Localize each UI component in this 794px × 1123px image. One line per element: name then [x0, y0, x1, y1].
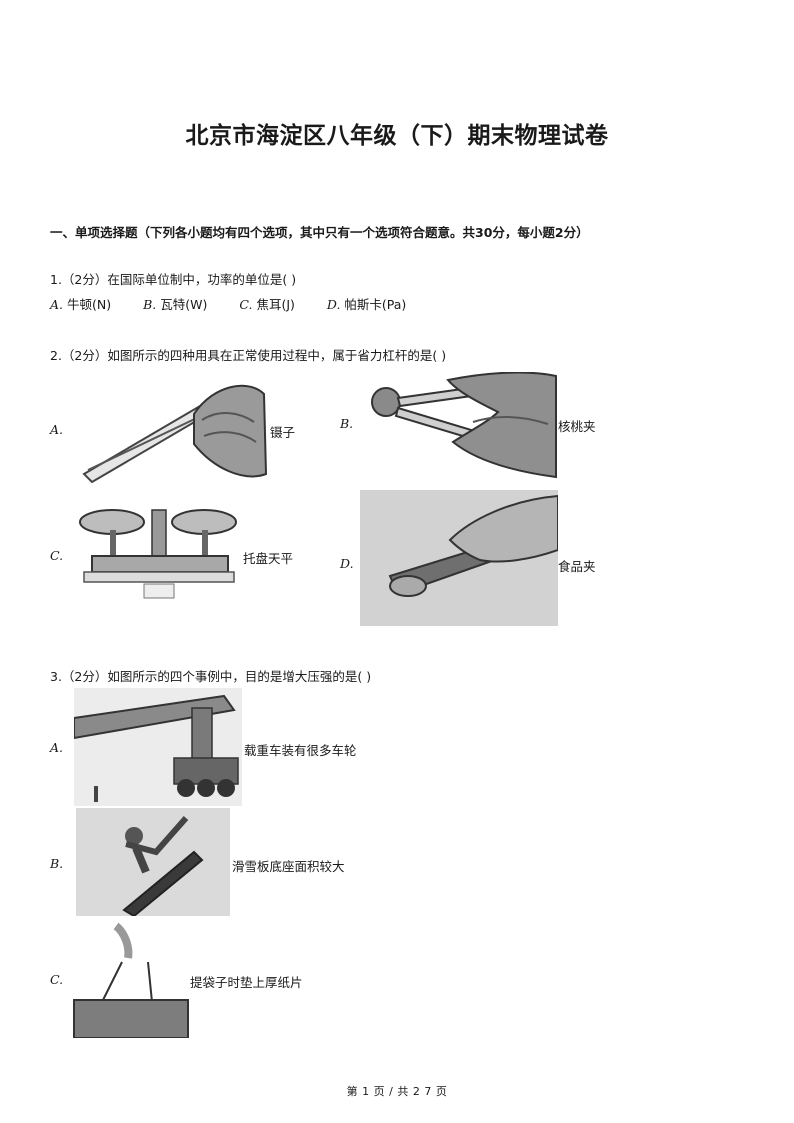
heavy-truck-image — [74, 688, 242, 806]
q2-option-b-label: 核桃夹 — [558, 419, 596, 434]
q3-option-c-letter[interactable]: C. — [50, 972, 64, 987]
snowboard-image — [76, 808, 230, 916]
page-title: 北京市海淀区八年级（下）期末物理试卷 — [185, 123, 609, 149]
q2-option-a-letter[interactable]: A. — [50, 422, 64, 437]
balance-scale-image — [74, 500, 244, 612]
page-footer: 第 1 页 / 共 2 7 页 — [346, 1085, 448, 1098]
q1-option-a[interactable]: A. 牛顿(N) — [50, 297, 112, 312]
q3-option-b-letter[interactable]: B. — [50, 856, 64, 871]
question-2-stem: 2.（2分）如图所示的四种用具在正常使用过程中，属于省力杠杆的是( ) — [50, 348, 447, 363]
question-3-stem: 3.（2分）如图所示的四个事例中，目的是增大压强的是( ) — [50, 669, 372, 684]
q3-option-b-label: 滑雪板底座面积较大 — [232, 859, 345, 874]
section-heading: 一、单项选择题（下列各小题均有四个选项，其中只有一个选项符合题意。共30分，每小… — [50, 225, 589, 240]
q3-option-a-letter[interactable]: A. — [50, 740, 64, 755]
food-tongs-image — [360, 490, 558, 626]
q1-option-d[interactable]: D. 帕斯卡(Pa) — [326, 297, 407, 312]
q2-option-c-letter[interactable]: C. — [50, 548, 64, 563]
shopping-bag-image — [72, 922, 190, 1038]
q2-option-d-label: 食品夹 — [558, 559, 596, 574]
q2-option-b-letter[interactable]: B. — [340, 416, 354, 431]
q2-option-d-letter[interactable]: D. — [340, 556, 354, 571]
question-1-stem: 1.（2分）在国际单位制中，功率的单位是( ) — [50, 272, 297, 287]
nutcracker-image — [358, 372, 558, 480]
q1-option-c[interactable]: C. 焦耳(J) — [239, 297, 295, 312]
question-1-options: A. 牛顿(N) B. 瓦特(W) C. 焦耳(J) D. 帕斯卡(Pa) — [50, 294, 434, 313]
q2-option-a-label: 镊子 — [270, 425, 296, 440]
q3-option-a-label: 载重车装有很多车轮 — [244, 743, 357, 758]
tweezers-image — [74, 374, 270, 486]
q2-option-c-label: 托盘天平 — [243, 551, 294, 566]
q1-option-b[interactable]: B. 瓦特(W) — [143, 297, 208, 312]
q3-option-c-label: 提袋子时垫上厚纸片 — [190, 975, 303, 990]
